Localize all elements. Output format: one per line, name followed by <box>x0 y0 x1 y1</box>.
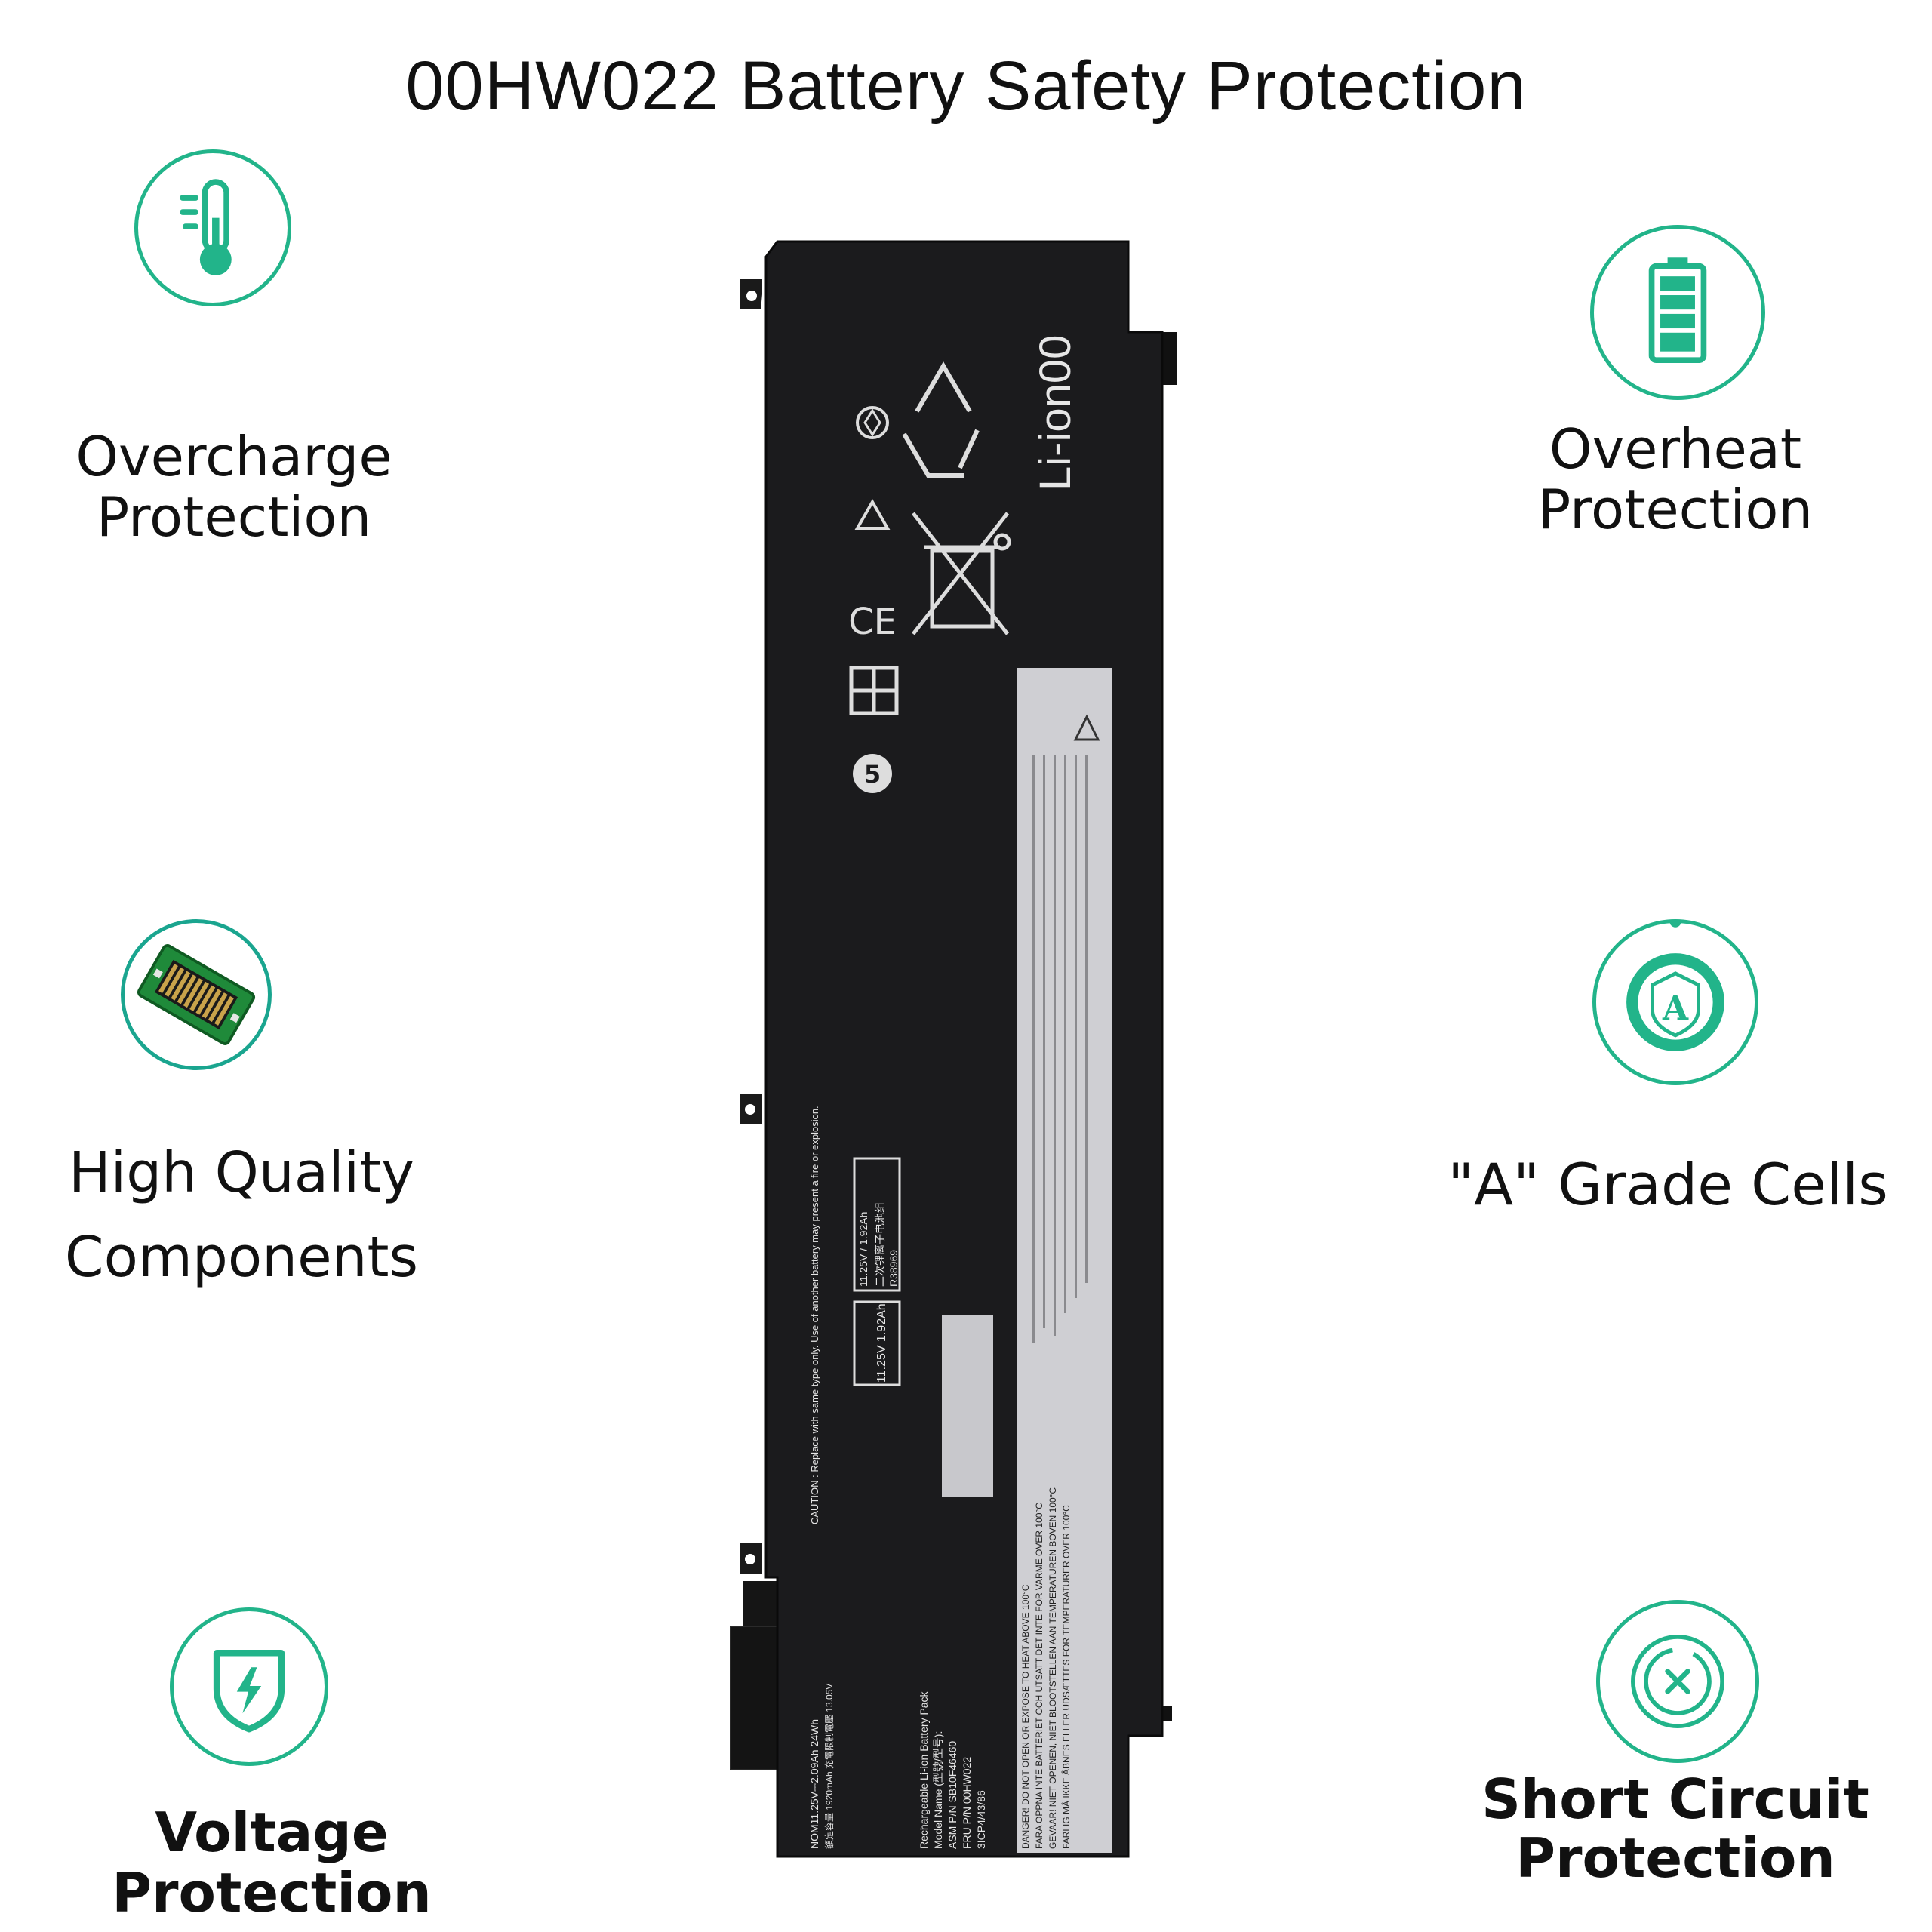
battery-caution: CAUTION : Replace with same type only. U… <box>809 1106 820 1524</box>
battery-label-main-0: Rechargeable Li-ion Battery Pack <box>918 1691 930 1849</box>
battery-body: CE 5 <box>730 240 1177 1858</box>
voltage-label: Voltage Protection <box>112 1801 432 1924</box>
battery-label-main-2: ASM P/N SB10F46460 <box>946 1740 958 1849</box>
battery-label-main-3: FRU P/N 00HW022 <box>961 1756 973 1849</box>
battery-pack: CE 5 Li-ion00 11.25V 1.92Ah 11.25V / 1.9… <box>724 226 1177 1887</box>
circuit-board-icon <box>121 919 272 1070</box>
lightning-shield-icon <box>170 1607 328 1766</box>
battery-ps-rating: 11.25V 1.92Ah <box>875 1303 888 1383</box>
battery-warning-2: GEVAAR! NIET OPENEN, NIET BLOOTSTELLEN A… <box>1048 1487 1058 1849</box>
overcharge-label: Overcharge Protection <box>75 425 392 549</box>
svg-text:A: A <box>1662 989 1689 1028</box>
page-title: 00HW022 Battery Safety Protection <box>405 48 1527 125</box>
thermometer-icon <box>134 149 291 306</box>
battery-chemistry-label: Li-ion00 <box>1031 334 1080 491</box>
battery-level-icon <box>1590 225 1765 400</box>
battery-rating-2: 額定容量 1920mAh 充電限制電壓 13.05V <box>824 1683 835 1849</box>
components-label: High Quality Components <box>64 1140 419 1290</box>
battery-label-main-4: 3ICP4/43/86 <box>975 1790 987 1849</box>
cells-label: "A" Grade Cells <box>1447 1151 1888 1218</box>
battery-warning-3: FARLIG MÅ IKKE ÅBNES ELLER UDSÆTTES FOR … <box>1061 1505 1072 1849</box>
svg-text:5: 5 <box>864 760 881 789</box>
grade-a-badge-icon: A <box>1592 919 1758 1085</box>
short-circuit-label: Short Circuit Protection <box>1481 1767 1869 1890</box>
battery-warning-1: FARA OPPNA INTE BATTERIET OCH UTSATT DET… <box>1034 1503 1044 1849</box>
svg-text:CE: CE <box>848 601 897 643</box>
battery-box-cn: 二次锂离子电池组 <box>874 1202 886 1287</box>
close-circle-icon <box>1596 1600 1759 1763</box>
battery-box-code: R38969 <box>888 1249 900 1287</box>
battery-label-main-1: Model Name (型號/型号): <box>932 1730 944 1849</box>
battery-rating-1: NOM11.25V⎓2.09Ah 24Wh <box>808 1718 820 1849</box>
battery-box-rating: 11.25V / 1.92Ah <box>857 1211 869 1287</box>
battery-warning-0: DANGER! DO NOT OPEN OR EXPOSE TO HEAT AB… <box>1020 1584 1031 1849</box>
overheat-label: Overheat Protection <box>1537 417 1814 541</box>
